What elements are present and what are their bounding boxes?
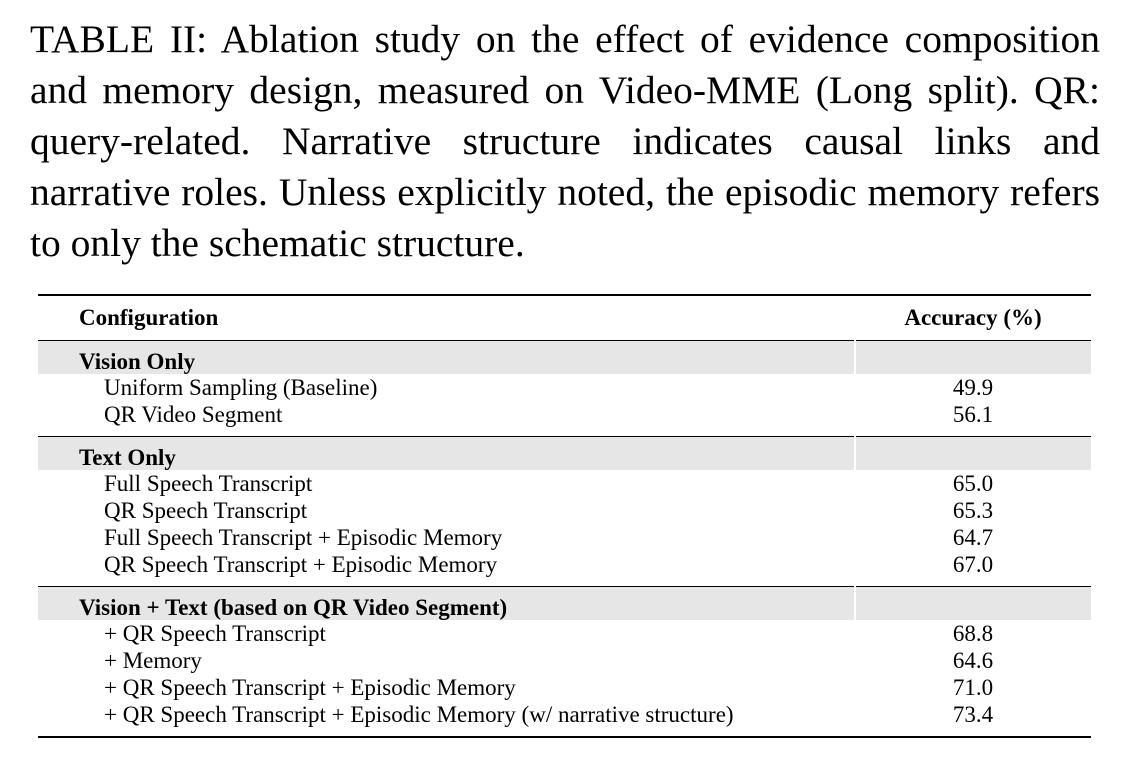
accuracy-cell: 49.9 [952, 375, 994, 400]
group-row-vision-text: Vision + Text (based on QR Video Segment… [38, 586, 1091, 620]
ablation-table: Configuration Accuracy (%) Vision Only U… [38, 294, 1091, 738]
accuracy-cell: 64.7 [952, 525, 994, 550]
accuracy-cell: 64.6 [952, 648, 994, 673]
accuracy-cell: 56.1 [952, 402, 994, 427]
accuracy-cell: 67.0 [952, 552, 994, 577]
accuracy-cell: 71.0 [952, 675, 994, 700]
config-cell: Full Speech Transcript + Episodic Memory [104, 525, 503, 550]
accuracy-cell: 65.3 [952, 498, 994, 523]
table-row: Full Speech Transcript + Episodic Memory… [38, 524, 1091, 551]
table-row: + QR Speech Transcript + Episodic Memory… [38, 701, 1091, 737]
accuracy-cell: 68.8 [952, 621, 994, 646]
group-row-text-only: Text Only [38, 436, 1091, 470]
accuracy-cell: 73.4 [952, 702, 994, 727]
config-cell: Uniform Sampling (Baseline) [104, 375, 378, 400]
header-row: Configuration Accuracy (%) [38, 295, 1091, 341]
table-row: + Memory 64.6 [38, 647, 1091, 674]
config-cell: Full Speech Transcript [104, 471, 313, 496]
config-cell: + QR Speech Transcript [104, 621, 326, 646]
table-row: + QR Speech Transcript + Episodic Memory… [38, 674, 1091, 701]
table-row: Uniform Sampling (Baseline) 49.9 [38, 374, 1091, 401]
header-configuration: Configuration [79, 305, 219, 330]
table-row: QR Speech Transcript 65.3 [38, 497, 1091, 524]
config-cell: + Memory [104, 648, 202, 673]
config-cell: QR Video Segment [104, 402, 283, 427]
table-caption: TABLE II: Ablation study on the effect o… [30, 17, 1100, 265]
config-cell: QR Speech Transcript [104, 498, 308, 523]
table-row: QR Video Segment 56.1 [38, 401, 1091, 437]
group-title: Text Only [38, 436, 855, 470]
table-row: Full Speech Transcript 65.0 [38, 470, 1091, 497]
table-row: + QR Speech Transcript 68.8 [38, 620, 1091, 647]
table-row: QR Speech Transcript + Episodic Memory 6… [38, 551, 1091, 587]
accuracy-cell: 65.0 [952, 471, 994, 496]
config-cell: QR Speech Transcript + Episodic Memory [104, 552, 498, 577]
group-title: Vision Only [38, 340, 855, 374]
ablation-table-container: Configuration Accuracy (%) Vision Only U… [38, 294, 1091, 738]
header-accuracy: Accuracy (%) [904, 305, 1042, 330]
config-cell: + QR Speech Transcript + Episodic Memory… [104, 702, 734, 727]
config-cell: + QR Speech Transcript + Episodic Memory [104, 675, 516, 700]
group-title: Vision + Text (based on QR Video Segment… [38, 586, 855, 620]
group-row-vision-only: Vision Only [38, 340, 1091, 374]
